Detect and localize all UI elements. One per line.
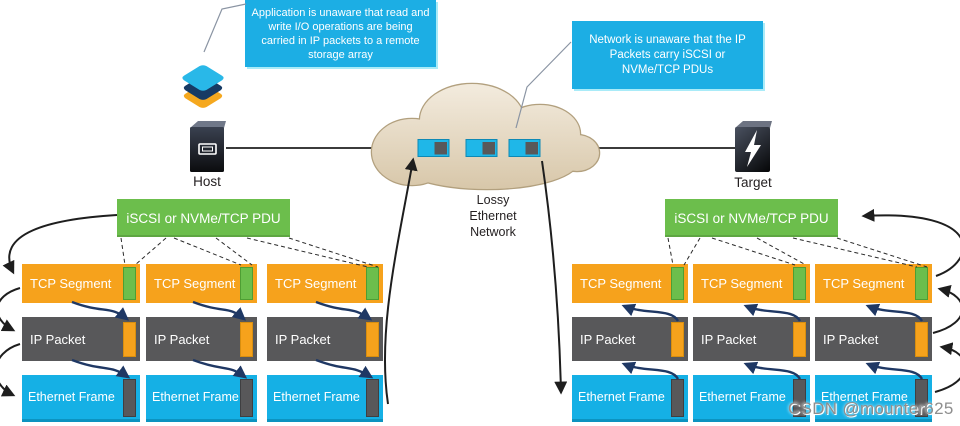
box-label: Ethernet Frame xyxy=(152,390,239,404)
box-label: IP Packet xyxy=(154,331,210,347)
cloud-shape xyxy=(370,82,601,191)
box-label: IP Packet xyxy=(701,331,757,347)
tcp-segment-box-left-1: TCP Segment xyxy=(22,264,140,303)
ethernet-frame-box-right-1: Ethernet Frame xyxy=(572,375,688,422)
box-label: TCP Segment xyxy=(580,276,662,291)
arrow-ip-to-eth-left xyxy=(0,343,21,397)
ip-packet-box-left-1: IP Packet xyxy=(22,317,140,361)
arrow-cloud-to-eth xyxy=(541,160,568,395)
tcp-segment-box-left-3: TCP Segment xyxy=(267,264,383,303)
box-label: TCP Segment xyxy=(154,276,236,291)
application-callout-text: Application is unaware that read and wri… xyxy=(251,6,430,61)
cloud-label: Lossy Ethernet Network xyxy=(469,193,517,239)
box-label: IP Packet xyxy=(823,331,879,347)
ip-packet-box-left-2: IP Packet xyxy=(146,317,257,361)
tcp-payload-tab xyxy=(240,322,253,357)
tcp-payload-tab xyxy=(915,322,928,357)
network-callout-text: Network is unaware that the IP Packets c… xyxy=(589,33,746,76)
tcp-segment-box-right-2: TCP Segment xyxy=(693,264,810,303)
ip-packet-box-right-2: IP Packet xyxy=(693,317,810,361)
tcp-payload-tab xyxy=(793,322,806,357)
ethernet-frame-box-right-3: Ethernet Frame xyxy=(815,375,932,422)
box-label: TCP Segment xyxy=(823,276,905,291)
lightning-bolt-icon xyxy=(745,130,761,167)
box-label: Ethernet Frame xyxy=(273,390,360,404)
box-label: IP Packet xyxy=(275,331,331,347)
app-layers-icon xyxy=(182,65,224,108)
pdu-payload-tab xyxy=(915,267,928,300)
host-icon xyxy=(190,121,226,172)
box-label: Ethernet Frame xyxy=(578,390,665,404)
pdu-label: iSCSI or NVMe/TCP PDU xyxy=(674,210,829,226)
host-label: Host xyxy=(193,174,221,189)
watermark: CSDN @mounter625 xyxy=(788,399,954,418)
box-label: IP Packet xyxy=(30,331,86,347)
packet-icon xyxy=(465,139,498,157)
cloud-packet-icons xyxy=(417,139,541,157)
pdu-payload-tab xyxy=(793,267,806,300)
pdu-payload-tab xyxy=(671,267,684,300)
tcp-segment-box-left-2: TCP Segment xyxy=(146,264,257,303)
ethernet-frame-box-left-3: Ethernet Frame xyxy=(267,375,383,422)
arrow-ip-to-tcp-right xyxy=(932,285,960,334)
tcp-payload-tab xyxy=(123,322,136,357)
box-label: TCP Segment xyxy=(701,276,783,291)
arrow-tcp-to-ip-left xyxy=(0,287,21,332)
ip-packet-box-left-3: IP Packet xyxy=(267,317,383,361)
ethernet-frame-box-left-1: Ethernet Frame xyxy=(22,375,140,422)
pdu-payload-tab xyxy=(123,267,136,300)
arrow-eth-to-cloud xyxy=(383,157,418,405)
application-callout: Application is unaware that read and wri… xyxy=(245,0,436,67)
application-callout-connector xyxy=(203,3,247,53)
box-label: TCP Segment xyxy=(30,276,112,291)
box-label: Ethernet Frame xyxy=(821,390,908,404)
ip-packet-box-right-1: IP Packet xyxy=(572,317,688,361)
network-callout-connector xyxy=(515,41,572,129)
box-label: Ethernet Frame xyxy=(699,390,786,404)
packet-icon xyxy=(508,139,541,157)
ip-payload-tab xyxy=(240,379,253,417)
pdu-box-right: iSCSI or NVMe/TCP PDU xyxy=(665,199,838,237)
tcp-payload-tab xyxy=(671,322,684,357)
ethernet-frame-box-left-2: Ethernet Frame xyxy=(146,375,257,422)
ip-payload-tab xyxy=(671,379,684,417)
ethernet-frame-box-right-2: Ethernet Frame xyxy=(693,375,810,422)
tcp-segment-box-right-3: TCP Segment xyxy=(815,264,932,303)
target-icon xyxy=(735,121,772,172)
packet-icon xyxy=(417,139,450,157)
ip-packet-box-right-3: IP Packet xyxy=(815,317,932,361)
target-label: Target xyxy=(734,175,772,190)
pdu-payload-tab xyxy=(240,267,253,300)
pdu-box-left: iSCSI or NVMe/TCP PDU xyxy=(117,199,290,237)
box-label: Ethernet Frame xyxy=(28,390,115,404)
box-label: TCP Segment xyxy=(275,276,357,291)
pdu-label: iSCSI or NVMe/TCP PDU xyxy=(126,210,281,226)
tcp-segment-box-right-1: TCP Segment xyxy=(572,264,688,303)
network-callout: Network is unaware that the IP Packets c… xyxy=(572,21,763,89)
pdu-payload-tab xyxy=(366,267,379,300)
ip-payload-tab xyxy=(366,379,379,417)
arrow-eth-to-ip-right xyxy=(934,342,960,393)
tcp-payload-tab xyxy=(366,322,379,357)
box-label: IP Packet xyxy=(580,331,636,347)
ip-payload-tab xyxy=(123,379,136,417)
pdu-segmentation-dashed-lines xyxy=(120,237,928,268)
